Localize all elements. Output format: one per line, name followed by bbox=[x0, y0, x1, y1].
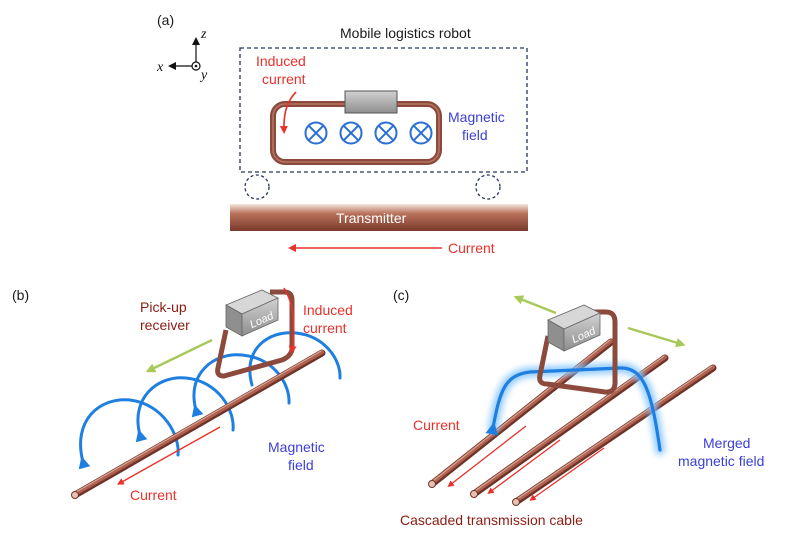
panel-b: (b) Load Pick-up r bbox=[12, 287, 353, 503]
panel-b-tag: (b) bbox=[12, 287, 29, 303]
pickup-receiver-loop bbox=[215, 289, 295, 379]
transmitter-bar bbox=[230, 204, 528, 231]
motion-arrow-right bbox=[627, 326, 686, 348]
pickup-receiver-loop bbox=[537, 309, 618, 395]
induced-current-arrow bbox=[279, 91, 297, 134]
magnetic-field-label-line2: field bbox=[288, 457, 314, 473]
current-label: Current bbox=[413, 417, 460, 433]
panel-c: (c) bbox=[393, 287, 764, 528]
axis-triad-icon bbox=[168, 37, 201, 71]
cable-current-arrow bbox=[116, 426, 221, 485]
magnetic-field-label-line1: Magnetic bbox=[268, 439, 325, 455]
transmitter-label: Transmitter bbox=[336, 210, 407, 226]
induced-current-arrow bbox=[283, 287, 297, 354]
panel-c-tag: (c) bbox=[393, 287, 409, 303]
axis-x-label: x bbox=[156, 60, 164, 75]
panel-a: (a) z x y Mobile logistics robot bbox=[156, 12, 528, 256]
field-arc bbox=[248, 331, 342, 387]
current-label: Current bbox=[130, 487, 177, 503]
current-label: Current bbox=[448, 240, 495, 256]
field-into-page-icon bbox=[339, 121, 363, 145]
robot-title: Mobile logistics robot bbox=[340, 25, 471, 41]
merged-field-label-line1: Merged bbox=[703, 435, 750, 451]
magnetic-field-label-line2: field bbox=[462, 127, 488, 143]
transmission-cable bbox=[71, 349, 326, 499]
axis-y-label: y bbox=[199, 68, 208, 83]
load-box-icon bbox=[344, 90, 398, 114]
transmission-cable bbox=[512, 364, 717, 506]
cascaded-cable-caption: Cascaded transmission cable bbox=[400, 512, 583, 528]
pickup-receiver-label-line2: receiver bbox=[140, 317, 190, 333]
load-box-icon bbox=[225, 289, 279, 337]
motion-arrow-left bbox=[513, 295, 557, 315]
motion-arrow bbox=[145, 338, 213, 373]
induced-current-label-line1: Induced bbox=[303, 302, 353, 318]
field-into-page-icon bbox=[409, 121, 433, 145]
magnetic-field-label-line1: Magnetic bbox=[448, 109, 505, 125]
cable-current-arrow bbox=[529, 447, 605, 501]
cascaded-cables bbox=[428, 338, 717, 506]
merged-magnetic-field bbox=[485, 363, 665, 455]
wheel-icon bbox=[475, 174, 501, 200]
pickup-receiver-label-line1: Pick-up bbox=[140, 299, 187, 315]
induced-current-label-line1: Induced bbox=[256, 53, 306, 69]
panel-a-tag: (a) bbox=[157, 12, 174, 28]
induced-current-label-line2: current bbox=[262, 71, 306, 87]
field-into-page-icon bbox=[304, 121, 328, 145]
load-box-icon bbox=[547, 304, 601, 352]
field-arc bbox=[78, 398, 180, 470]
transmission-cable bbox=[470, 354, 669, 498]
induced-current-label-line2: current bbox=[303, 320, 347, 336]
axis-z-label: z bbox=[200, 27, 207, 42]
magnetic-field-symbols bbox=[304, 121, 433, 145]
cable-current-arrow bbox=[447, 425, 527, 487]
cable-current-arrow bbox=[487, 439, 561, 494]
field-arc bbox=[191, 353, 291, 418]
merged-field-label-line2: magnetic field bbox=[678, 453, 764, 469]
robot-body bbox=[239, 47, 528, 173]
wheel-icon bbox=[244, 174, 270, 200]
field-into-page-icon bbox=[374, 121, 398, 145]
